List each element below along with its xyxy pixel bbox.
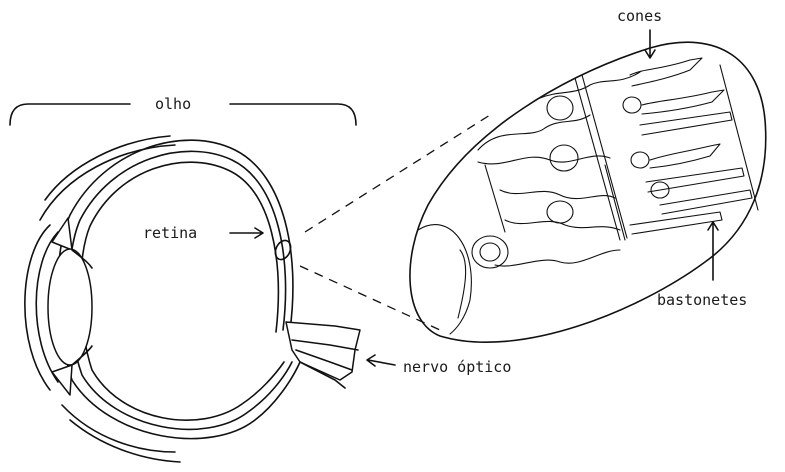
label-rods: bastonetes (657, 291, 747, 309)
ganglion-cell-1 (472, 236, 508, 268)
eye-illustration (25, 136, 360, 462)
cone-1 (630, 58, 702, 86)
network-6 (540, 72, 640, 98)
eyelid-lower (62, 405, 180, 462)
network-3 (500, 190, 615, 199)
iris-lower (52, 365, 72, 395)
label-eye: olho (155, 95, 191, 113)
lens (48, 249, 92, 365)
fiber-3 (485, 165, 505, 232)
fiber-5 (720, 65, 758, 210)
label-optic-nerve: nervo óptico (403, 358, 511, 376)
iris-upper (52, 218, 72, 250)
cone-nucleus-1 (623, 97, 641, 113)
network-5 (495, 250, 620, 266)
network-1 (478, 115, 590, 150)
ganglion-nucleus-1 (480, 243, 500, 261)
rod-1 (640, 112, 732, 135)
network-2 (478, 156, 610, 164)
ganglion-cell-2 (547, 96, 573, 120)
rod-2 (646, 168, 744, 192)
ganglion-cell-3 (550, 145, 578, 171)
cell-layer-b (458, 250, 466, 318)
sclera-inner (69, 151, 292, 429)
label-cones: cones (617, 7, 662, 25)
rod-3 (660, 190, 752, 214)
cone-nucleus-2 (631, 152, 649, 168)
retina-arrow (230, 228, 263, 238)
cones-arrow (645, 30, 655, 58)
retina-layer (80, 162, 284, 420)
eyelid-upper (40, 136, 175, 220)
cone-2 (642, 90, 724, 114)
cell-layer-a (418, 225, 471, 334)
optic-nerve-arrow (367, 355, 395, 366)
zoom-line-top (305, 115, 490, 232)
rods-arrow (708, 222, 718, 280)
network-4 (505, 220, 620, 230)
zoom-line-bottom (300, 266, 440, 330)
ganglion-cell-4 (547, 201, 573, 223)
sclera-outer (58, 140, 300, 438)
label-retina: retina (143, 224, 197, 242)
cone-3 (650, 144, 720, 168)
